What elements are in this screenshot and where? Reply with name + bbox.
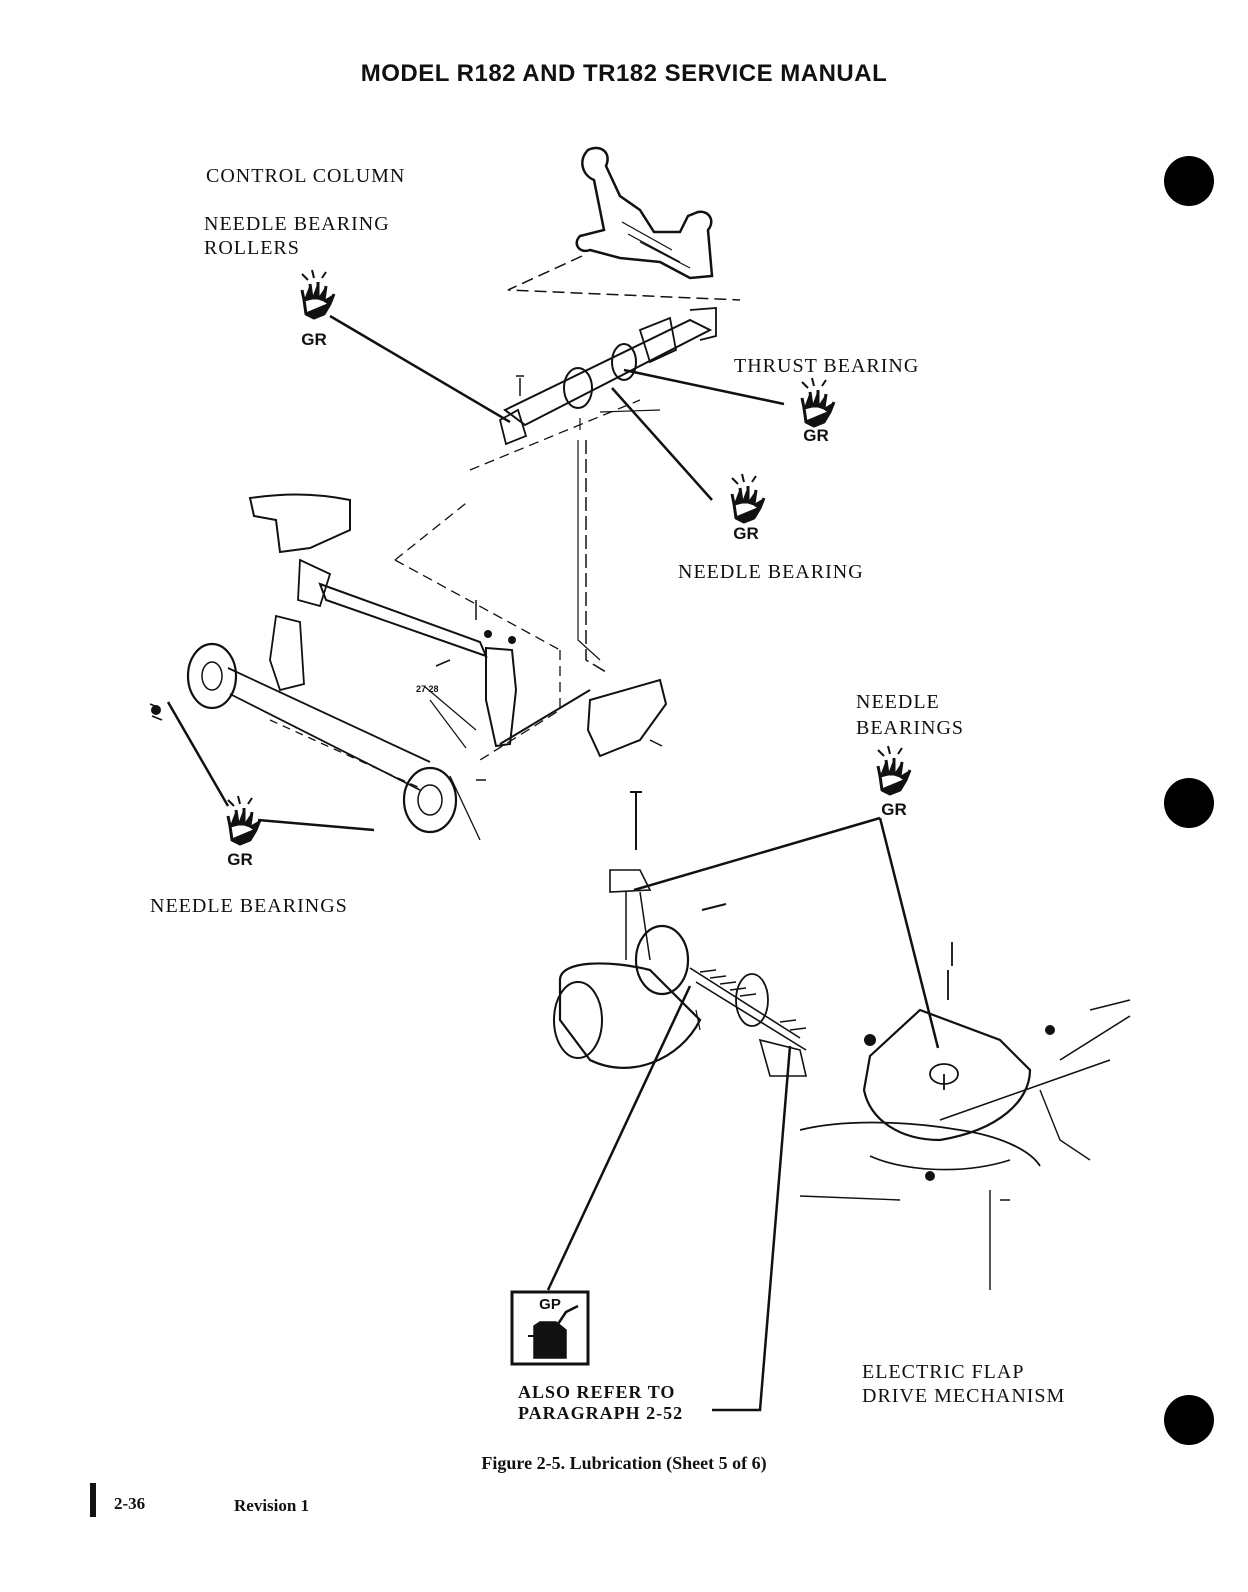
label-needle-bearing-rollers-2: ROLLERS [204, 237, 300, 259]
grease-hand-icon-3 [730, 472, 766, 524]
torque-tube-assembly [248, 493, 591, 749]
dash-outline-yoke [507, 255, 741, 301]
label-also-refer-1: ALSO REFER TO [518, 1382, 676, 1402]
label-needle-bearings-right-1: NEEDLE [856, 691, 940, 713]
page-number: 2-36 [114, 1494, 146, 1513]
revision-change-bar [90, 1483, 96, 1517]
figure-caption: Figure 2-5. Lubrication (Sheet 5 of 6) [481, 1453, 767, 1473]
oil-can-icon [510, 1290, 590, 1366]
cable-bracket [586, 678, 668, 758]
control-column-yoke [575, 146, 714, 280]
label-needle-bearing-rollers-1: NEEDLE BEARING [204, 213, 390, 235]
label-electric-flap-2: DRIVE MECHANISM [862, 1385, 1066, 1407]
page-header-title: MODEL R182 AND TR182 SERVICE MANUAL [360, 60, 888, 87]
label-electric-flap-1: ELECTRIC FLAP [862, 1361, 1025, 1383]
binder-hole-top [1164, 156, 1214, 206]
control-column-tube [469, 307, 717, 471]
grease-hand-icon-1 [300, 268, 336, 320]
label-also-refer-2: PARAGRAPH 2-52 [518, 1403, 684, 1423]
label-gp: GP [539, 1296, 561, 1313]
grease-hand-icon-4 [876, 744, 912, 796]
leader-lines [166, 314, 940, 1412]
revision-label: Revision 1 [234, 1496, 310, 1515]
label-part-numbers: 27 28 [416, 684, 439, 694]
label-needle-bearings-left: NEEDLE BEARINGS [150, 895, 348, 917]
label-needle-bearings-right-2: BEARINGS [856, 717, 965, 739]
label-needle-bearing: NEEDLE BEARING [678, 561, 864, 583]
label-control-column: CONTROL COLUMN [206, 165, 406, 187]
grease-hand-icon-5 [226, 794, 262, 846]
label-thrust-bearing: THRUST BEARING [734, 355, 920, 377]
flap-motor-assembly [553, 791, 808, 1077]
label-gr-3: GR [733, 524, 759, 543]
label-gr-5: GR [227, 850, 253, 869]
label-gr-1: GR [301, 330, 327, 349]
grease-hand-icon-2 [800, 376, 836, 428]
binder-hole-middle [1164, 778, 1214, 828]
label-gr-2: GR [803, 426, 829, 445]
pulley-assembly [149, 642, 486, 841]
flap-bellcrank [799, 942, 1131, 1290]
binder-hole-bottom [1164, 1395, 1214, 1445]
label-gr-4: GR [881, 800, 907, 819]
